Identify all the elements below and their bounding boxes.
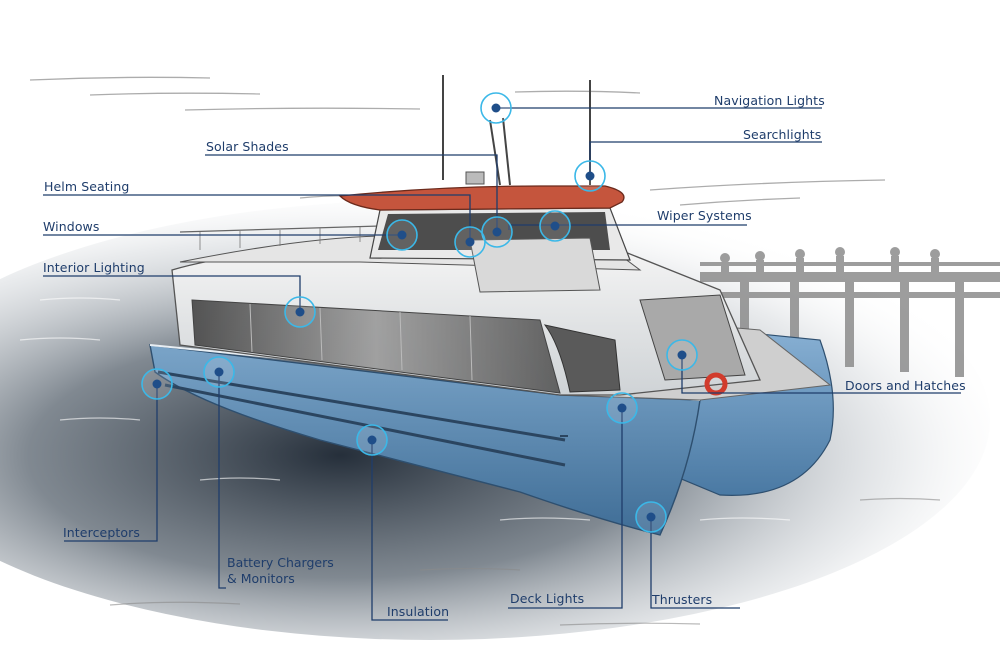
- callout-dot-deck-lights: [617, 403, 627, 413]
- callout-dot-searchlights: [585, 171, 595, 181]
- callout-dot-interior-lighting: [295, 307, 305, 317]
- callout-markers: [141, 92, 698, 533]
- callout-dot-navigation-lights: [491, 103, 501, 113]
- roof: [338, 185, 625, 211]
- label-insulation: Insulation: [387, 604, 450, 619]
- label-wiper-systems: Wiper Systems: [657, 208, 752, 223]
- label-deck-lights: Deck Lights: [510, 591, 585, 606]
- callout-dot-insulation: [367, 435, 377, 445]
- label-interior-lighting: Interior Lighting: [43, 260, 145, 275]
- callout-dot-wiper-systems: [550, 221, 560, 231]
- callout-dot-doors-and-hatches: [677, 350, 687, 360]
- label-doors-and-hatches: Doors and Hatches: [845, 378, 966, 393]
- label-interceptors: Interceptors: [63, 525, 140, 540]
- label-searchlights: Searchlights: [743, 127, 822, 142]
- callout-dot-battery-chargers: [214, 367, 224, 377]
- callout-dot-windows: [397, 230, 407, 240]
- callout-dot-solar-shades: [492, 227, 502, 237]
- water-ripples: [19, 297, 791, 521]
- label-windows: Windows: [43, 219, 100, 234]
- label-helm-seating: Helm Seating: [44, 179, 130, 194]
- label-battery-chargers-line2: & Monitors: [227, 571, 295, 586]
- sky-sketch: [29, 76, 886, 206]
- callout-dot-helm-seating: [465, 237, 475, 247]
- label-navigation-lights: Navigation Lights: [714, 93, 825, 108]
- label-battery-chargers: Battery Chargers & Monitors: [227, 555, 334, 587]
- callout-dot-interceptors: [152, 379, 162, 389]
- callout-dot-thrusters: [646, 512, 656, 522]
- label-battery-chargers-line1: Battery Chargers: [227, 555, 334, 570]
- pier: [700, 247, 1000, 377]
- label-solar-shades: Solar Shades: [206, 139, 289, 154]
- label-thrusters: Thrusters: [652, 592, 713, 607]
